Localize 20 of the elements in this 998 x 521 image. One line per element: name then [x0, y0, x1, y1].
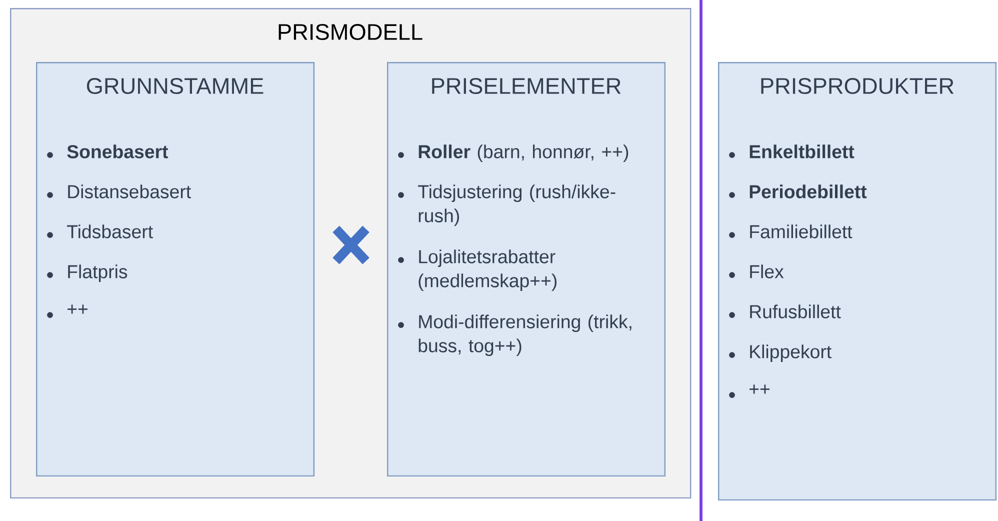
panel-heading: GRUNNSTAMME	[86, 78, 264, 94]
bullet-item: Klippekort	[750, 344, 832, 362]
bullet-item: Flatpris	[68, 264, 128, 282]
bullet-item: Distansebasert	[68, 184, 191, 198]
bullet-item: Rufusbillett	[750, 304, 841, 318]
bullet-item: ++	[750, 384, 770, 394]
bullet-item: Modi-differensiering (trikk, buss, tog++)	[418, 314, 632, 356]
bullet-item: Lojalitetsrabatter (medlemskap++)	[418, 250, 556, 291]
bullet-item: Roller (barn, honnør, ++)	[418, 144, 628, 162]
bullet-item: Sonebasert	[67, 144, 168, 158]
bullet-item: Tidsbasert	[67, 224, 153, 238]
panel-heading: PRISELEMENTER	[432, 78, 621, 94]
bullet-item: Flex	[750, 264, 784, 278]
bullet-item: ++	[68, 304, 88, 314]
bullet-item: Enkeltbillett	[750, 144, 854, 158]
bullet-item: Tidsjustering (rush/ikke-rush)	[418, 184, 616, 226]
panel-heading: PRISPRODUKTER	[761, 78, 954, 94]
bullet-item: Periodebillett	[750, 184, 867, 198]
bullet-item: Familiebillett	[750, 224, 852, 238]
panel-heading: PRISMODELL	[278, 24, 422, 40]
